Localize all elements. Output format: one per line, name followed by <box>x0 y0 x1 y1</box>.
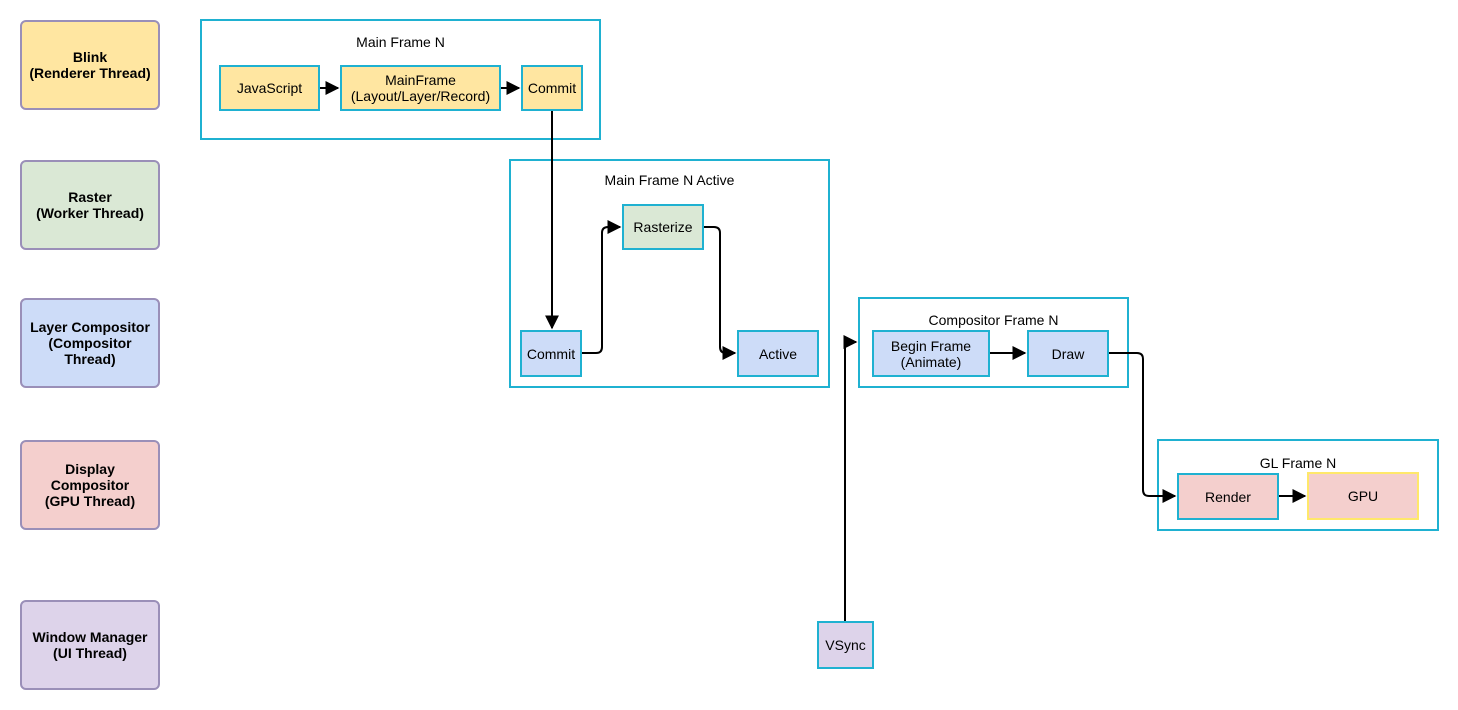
task-gpu-label: GPU <box>1347 488 1379 504</box>
frame-main-frame-active: Main Frame N Active <box>509 159 830 388</box>
edge-vsync-to-begin-frame <box>843 335 858 621</box>
task-draw-label: Draw <box>1051 345 1085 362</box>
frame-main-frame-active-title: Main Frame N Active <box>604 172 735 188</box>
lane-layer-compositor: Layer Compositor (Compositor Thread) <box>20 298 160 388</box>
lane-window-title: Window Manager <box>32 629 148 645</box>
lane-display-title-1: Display <box>65 461 115 477</box>
task-render: Render <box>1177 473 1279 520</box>
task-active: Active <box>737 330 819 377</box>
task-mainframe: MainFrame (Layout/Layer/Record) <box>340 65 501 111</box>
task-commit-active-label: Commit <box>526 345 576 362</box>
lane-display-compositor: Display Compositor (GPU Thread) <box>20 440 160 530</box>
lane-blink: Blink (Renderer Thread) <box>20 20 160 110</box>
lane-blink-title: Blink <box>72 49 108 65</box>
task-commit-active: Commit <box>520 330 582 377</box>
task-mainframe-label: MainFrame <box>385 72 456 88</box>
task-vsync-label: VSync <box>825 637 866 653</box>
task-javascript-label: JavaScript <box>236 80 303 96</box>
frame-gl-frame-title: GL Frame N <box>1259 455 1337 471</box>
task-rasterize: Rasterize <box>622 204 704 250</box>
lane-layer-thread-1: (Compositor <box>48 335 132 351</box>
lane-layer-title: Layer Compositor <box>30 319 150 335</box>
task-begin-frame-label: Begin Frame <box>890 337 972 354</box>
task-begin-frame: Begin Frame (Animate) <box>872 330 990 377</box>
task-gpu: GPU <box>1307 472 1419 520</box>
lane-window-manager: Window Manager (UI Thread) <box>20 600 160 690</box>
task-commit-main-label: Commit <box>527 80 577 96</box>
task-rasterize-label: Rasterize <box>633 219 693 235</box>
lane-window-thread: (UI Thread) <box>53 645 127 661</box>
task-mainframe-sublabel: (Layout/Layer/Record) <box>350 88 491 104</box>
task-active-label: Active <box>758 345 798 362</box>
task-commit-main: Commit <box>521 65 583 111</box>
lane-raster-thread: (Worker Thread) <box>36 205 144 221</box>
lane-layer-thread-2: Thread) <box>64 351 116 367</box>
frame-compositor-frame: Compositor Frame N <box>858 297 1129 388</box>
frame-compositor-frame-title: Compositor Frame N <box>928 312 1059 328</box>
frame-main-frame: Main Frame N <box>200 19 601 140</box>
lane-raster-title: Raster <box>68 189 112 205</box>
task-vsync: VSync <box>817 621 874 669</box>
task-javascript: JavaScript <box>219 65 320 111</box>
lane-raster: Raster (Worker Thread) <box>20 160 160 250</box>
frame-main-frame-title: Main Frame N <box>356 34 445 50</box>
task-draw: Draw <box>1027 330 1109 377</box>
task-render-label: Render <box>1205 488 1251 505</box>
lane-display-thread: (GPU Thread) <box>44 493 136 509</box>
task-begin-frame-sublabel: (Animate) <box>900 353 962 370</box>
lane-display-title-2: Compositor <box>50 477 130 493</box>
lane-blink-thread: (Renderer Thread) <box>29 65 151 81</box>
